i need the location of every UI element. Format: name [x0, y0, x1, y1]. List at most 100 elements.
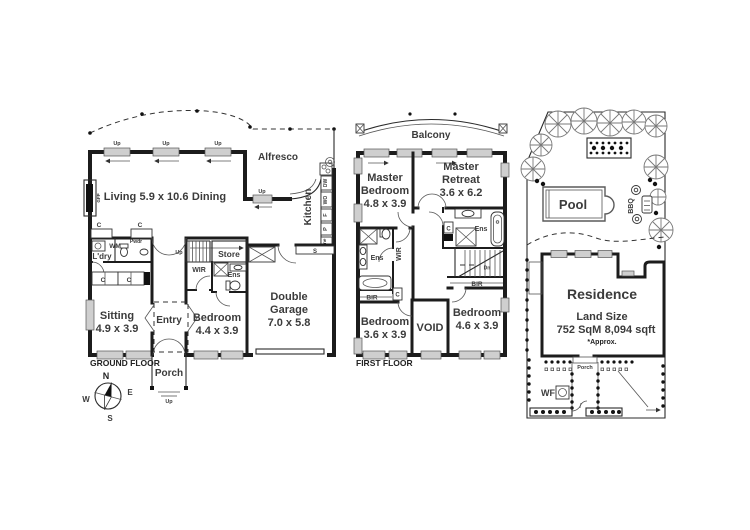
- master-retreat-label-1: Master: [443, 161, 479, 173]
- master-bedroom-dims: 4.8 x 3.9: [364, 198, 407, 210]
- wir-label: WIR: [192, 267, 206, 274]
- up-label: Up: [165, 399, 173, 405]
- bedroom3-label: Bedroom: [453, 307, 502, 319]
- plant-icon: [325, 157, 335, 167]
- dining-label: Dining: [192, 191, 226, 203]
- compass-north: N: [103, 371, 110, 381]
- porch-label-site: Porch: [577, 365, 593, 371]
- dn-label: Dn: [484, 266, 491, 272]
- ens-door: [215, 291, 231, 307]
- compass-icon: [94, 382, 122, 410]
- verandah-roofline: [88, 109, 336, 135]
- closet-label: C: [127, 277, 132, 284]
- balcony-label: Balcony: [412, 130, 451, 141]
- first-floor-plan: Balcony: [353, 112, 510, 368]
- bbq-icon: [631, 185, 653, 224]
- master-bedroom-label-1: Master: [367, 172, 403, 184]
- closet-label: C: [446, 227, 451, 233]
- ens-label: Ens: [475, 226, 488, 233]
- ldry-label: L'dry: [92, 252, 112, 261]
- compass-west: W: [82, 395, 90, 404]
- fridge-label: F: [323, 213, 329, 217]
- closet-label: C: [395, 293, 400, 299]
- gfp-label: GFP: [96, 193, 101, 202]
- balcony-structure: [355, 112, 508, 137]
- pool-label: Pool: [559, 197, 587, 212]
- powder-toilet-icon: [119, 243, 149, 257]
- store-room: [211, 240, 248, 263]
- wir-door: [195, 275, 211, 291]
- garage-dims: 7.0 x 5.8: [268, 317, 311, 329]
- residence-outline: [528, 250, 666, 358]
- bir-left: [360, 287, 403, 301]
- dw-label: DW: [323, 179, 329, 188]
- bedroom1-dims: 4.4 x 3.9: [196, 325, 239, 337]
- kitchen-label: Kitchen: [303, 189, 314, 226]
- shelf-label: S: [313, 249, 317, 255]
- ground-floor-caption: GROUND FLOOR: [90, 358, 160, 368]
- bedroom1-label: Bedroom: [193, 312, 242, 324]
- pwdr-label: Pwdr: [130, 239, 142, 245]
- water-feature-icon: [555, 385, 570, 400]
- first-floor-caption: FIRST FLOOR: [356, 358, 413, 368]
- up-label: Up: [214, 141, 222, 147]
- master-retreat-label-2: Retreat: [442, 174, 480, 186]
- garden-bed: [586, 137, 632, 159]
- master-retreat-dims: 3.6 x 6.2: [440, 187, 483, 199]
- approx-note: *Approx.: [587, 339, 616, 346]
- ground-ensuite-fixtures: [213, 262, 247, 291]
- pool-shape: [542, 186, 615, 222]
- entry-doors: [151, 237, 187, 356]
- store-label: Store: [218, 249, 240, 259]
- ens-label: Ens: [371, 255, 384, 262]
- first-stairs: [457, 250, 504, 278]
- up-label: Up: [175, 250, 183, 256]
- sitting-dims: 4.9 x 3.9: [96, 323, 139, 335]
- porch-label: Porch: [155, 368, 183, 379]
- bedroom2-dims: 3.6 x 3.9: [364, 329, 407, 341]
- land-size-sqft: 8,094 sqft: [605, 324, 656, 336]
- closet-label: C: [97, 222, 102, 229]
- wir-label: WIR: [396, 247, 403, 261]
- up-label: Up: [162, 141, 170, 147]
- up-label: Up: [113, 141, 121, 147]
- sitting-label: Sitting: [100, 310, 134, 322]
- driveway-lines: [617, 370, 661, 413]
- master-bedroom-label-2: Bedroom: [361, 185, 410, 197]
- up-label: Up: [258, 189, 266, 195]
- wm-label: WM: [109, 243, 121, 250]
- first-windows: [353, 148, 510, 360]
- bedroom3-dims: 4.6 x 3.9: [456, 320, 499, 332]
- residence-label: Residence: [567, 286, 637, 302]
- alfresco-label: Alfresco: [258, 152, 298, 163]
- tree-icons: [520, 107, 674, 243]
- front-fence: [525, 258, 665, 417]
- garage-label-2: Garage: [270, 304, 308, 316]
- garage-details: [248, 244, 335, 359]
- ground-windows: [85, 147, 273, 360]
- wf-label: WF: [541, 388, 555, 398]
- entry-label: Entry: [156, 315, 182, 326]
- pantry-label: P: [323, 227, 329, 231]
- closet-label: C: [138, 222, 143, 229]
- closet-label: C: [101, 277, 106, 284]
- garage-label-1: Double: [270, 291, 307, 303]
- ground-stairs: [185, 240, 244, 263]
- entry-zone: [144, 301, 198, 353]
- closets: [90, 228, 153, 286]
- bir-label: BIR: [471, 281, 483, 288]
- washing-machine-icon: [91, 240, 106, 252]
- first-ensuite-right-fixtures: [443, 208, 505, 247]
- void-label: VOID: [417, 322, 444, 334]
- compass-south: S: [107, 414, 113, 423]
- bedroom2-label: Bedroom: [361, 316, 410, 328]
- site-boundary: [526, 111, 666, 419]
- compass-east: E: [127, 388, 133, 397]
- fireplace: [83, 179, 97, 217]
- first-doors: [378, 193, 467, 317]
- paving-edge: [526, 232, 666, 246]
- land-size-label: Land Size: [576, 311, 627, 323]
- front-porch: [570, 356, 600, 410]
